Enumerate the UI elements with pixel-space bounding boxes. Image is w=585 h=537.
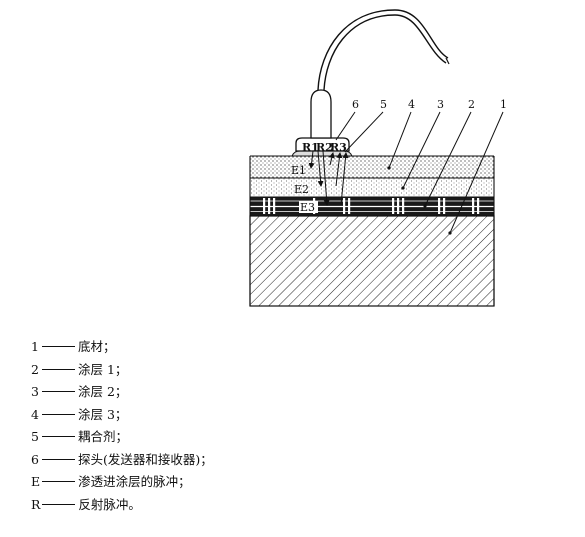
callout-6: 6: [352, 98, 359, 111]
layer-label-e3: E3: [300, 201, 315, 214]
callout-4: 4: [408, 98, 415, 111]
probe: [295, 9, 450, 152]
probe-cable: [317, 9, 449, 91]
probe-label-r3: R3: [330, 141, 347, 154]
probe-label-r2: R2: [316, 141, 333, 154]
probe-label-r1: R1: [302, 141, 319, 154]
callout-1: 1: [500, 98, 507, 111]
coating-cross-section-diagram: R1 R2 R3 E1 E2 E3 6 5 4 3 2 1: [249, 9, 507, 307]
coating-layer-1: [250, 197, 494, 216]
callout-2: 2: [468, 98, 475, 111]
layer-label-e1: E1: [291, 164, 306, 177]
substrate-layer: [249, 215, 495, 307]
callout-3: 3: [437, 98, 444, 111]
pulse-rays: [308, 150, 349, 206]
coating-layer-2: [250, 178, 494, 197]
layer-label-e2: E2: [294, 183, 309, 196]
callout-5: 5: [380, 98, 387, 111]
leader-lines: [335, 111, 504, 234]
coating-layer-3: [250, 156, 494, 178]
